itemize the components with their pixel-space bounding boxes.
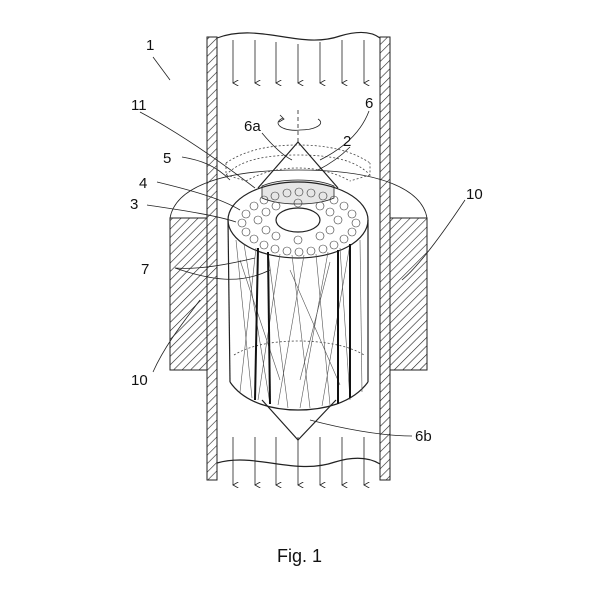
label-11: 11 [131,97,147,114]
label-3: 3 [130,196,138,213]
label-10-left: 10 [131,372,148,389]
magnet-outline [169,169,428,219]
label-7: 7 [141,261,149,278]
label-6b: 6b [415,428,432,445]
pipe-bottom-edge [216,457,381,468]
label-4: 4 [139,175,147,192]
upper-cone [257,141,339,205]
flow-arrows-top [233,40,364,83]
magnet-right [389,217,428,371]
label-5: 5 [163,150,171,167]
pipe-wall-right [379,36,391,481]
label-6a: 6a [244,118,261,135]
twisted-fibers [235,239,363,409]
pipe-top-edge [216,31,381,41]
rotation-icon [277,110,322,142]
label-10-right: 10 [466,186,483,203]
housing-dotted [225,144,371,356]
lower-cone [261,399,337,441]
pipe-wall-left [206,36,218,481]
support-wires [254,244,351,405]
figure-caption: Fig. 1 [277,546,322,566]
fiber-ends [237,187,361,257]
flow-arrows-bottom [233,437,364,485]
label-1: 1 [146,37,154,54]
leader-lines [139,56,466,437]
label-6: 6 [365,95,373,112]
magnet-left [169,217,208,371]
label-2: 2 [343,133,351,150]
